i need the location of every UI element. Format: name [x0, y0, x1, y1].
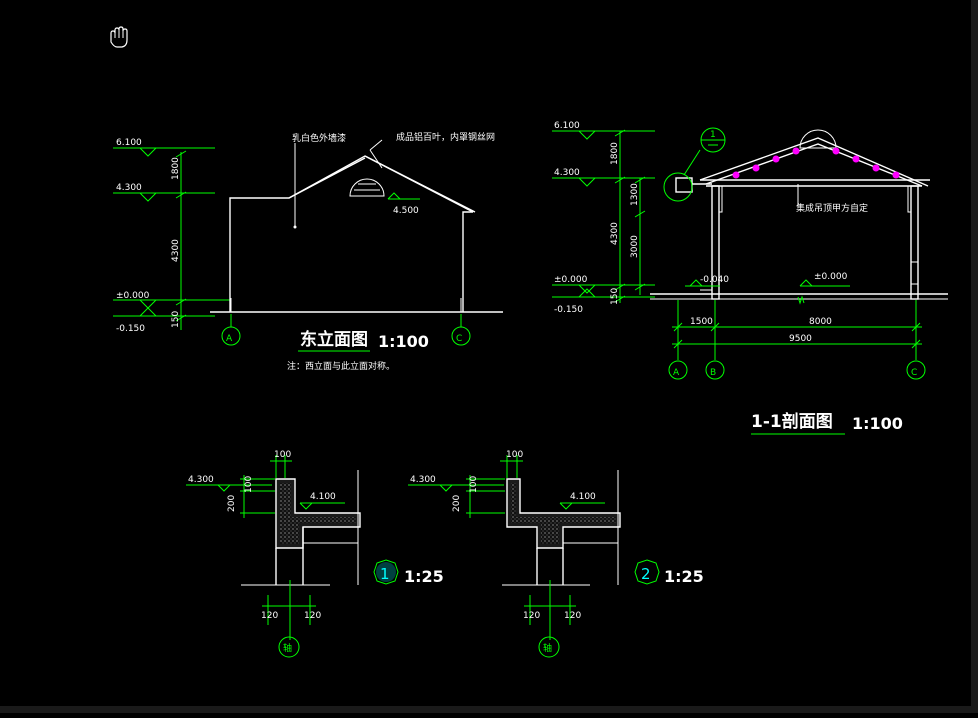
- sec-level-0000: ±0.000: [554, 275, 588, 285]
- hdim-8000: 8000: [809, 317, 832, 327]
- section-title: 1-1剖面图: [751, 411, 833, 432]
- louver-vent: [349, 178, 385, 197]
- elevation-axis-bubbles: A C: [221, 314, 471, 346]
- d2-dim-top: 100: [506, 450, 523, 460]
- vent-level: 4.500: [393, 206, 419, 216]
- sec-level-4300: 4.300: [554, 168, 580, 178]
- d1-level-left: 4.300: [188, 475, 214, 485]
- d1-scale: 1:25: [404, 567, 444, 586]
- dim-4300: 4300: [171, 239, 181, 262]
- sec-dim-1800: 1800: [610, 142, 620, 165]
- elevation-vertical-dims: 1800 4300 150: [171, 150, 187, 330]
- pan-hand-icon: [110, 26, 128, 48]
- section-axis-bubbles: A B C: [668, 360, 926, 380]
- axis-c: C: [456, 334, 462, 344]
- axis-a: A: [226, 334, 233, 344]
- level-0000: ±0.000: [116, 291, 150, 301]
- section-level-markers: 6.100 4.300 ±0.000 -0.150: [552, 121, 655, 315]
- d1-dim-100: 100: [244, 476, 254, 493]
- d2-concrete-section: [506, 478, 621, 549]
- d1-dim-top: 100: [274, 450, 291, 460]
- elevation-annotations: 乳白色外墙漆 成品铝百叶，内罩钢丝网 4.500: [292, 131, 495, 227]
- d2-dim-100: 100: [469, 476, 479, 493]
- d2-number: 2: [641, 565, 651, 583]
- vent-label: 成品铝百叶，内罩钢丝网: [396, 131, 495, 143]
- d1-axis: 轴: [283, 642, 292, 654]
- sec-axis-b: B: [710, 368, 716, 378]
- dim-150: 150: [171, 311, 181, 328]
- ceiling-label: 集成吊顶甲方自定: [796, 202, 868, 214]
- d1-dim-bottom-left: 120: [261, 611, 278, 621]
- floor-level-left: -0.040: [700, 275, 729, 285]
- window-edge-right: [971, 0, 978, 713]
- section-horizontal-dims: 1500 8000 9500: [672, 300, 922, 360]
- d2-scale: 1:25: [664, 567, 704, 586]
- sec-axis-c: C: [911, 368, 917, 378]
- wall-paint-label: 乳白色外墙漆: [292, 132, 346, 144]
- detail-callout: 1: [663, 127, 726, 202]
- callout-number: 1: [710, 130, 716, 140]
- east-elevation: 6.100 4.300 ±0.000 -0.150 1800 4300 150: [113, 131, 503, 372]
- detail-2: 4.300 100 200 100 4.100 120 120 轴 2 1:25: [408, 450, 704, 658]
- d2-dim-bottom-left: 120: [523, 611, 540, 621]
- sec-dim-4300: 4300: [610, 222, 620, 245]
- sec-dim-1300: 1300: [630, 183, 640, 206]
- dim-1800: 1800: [171, 157, 181, 180]
- sec-dim-3000: 3000: [630, 235, 640, 258]
- hdim-1500: 1500: [690, 317, 713, 327]
- section-outline: 集成吊顶甲方自定: [650, 129, 948, 300]
- hdim-9500: 9500: [789, 334, 812, 344]
- section-scale: 1:100: [852, 414, 903, 433]
- elevation-title: 东立面图: [300, 329, 368, 350]
- d2-dim-bottom-right: 120: [564, 611, 581, 621]
- level-6100: 6.100: [116, 138, 142, 148]
- level-4300: 4.300: [116, 183, 142, 193]
- section-floor-levels: -0.040 ±0.000: [685, 272, 850, 305]
- d1-level-inner: 4.100: [310, 492, 336, 502]
- sec-level-6100: 6.100: [554, 121, 580, 131]
- section-1-1: 6.100 4.300 ±0.000 -0.150 1800 1300 3000…: [552, 121, 948, 435]
- elevation-outline: [210, 155, 503, 313]
- elevation-level-markers: 6.100 4.300 ±0.000 -0.150: [113, 138, 230, 334]
- level-minus-0150: -0.150: [116, 324, 145, 334]
- d1-dim-200: 200: [227, 495, 237, 512]
- d1-dim-bottom-right: 120: [304, 611, 321, 621]
- section-vertical-dims: 1800 1300 3000 4300 150: [610, 129, 646, 305]
- elevation-scale: 1:100: [378, 332, 429, 351]
- d1-number: 1: [380, 565, 390, 583]
- d2-dim-200: 200: [452, 495, 462, 512]
- d2-level-left: 4.300: [410, 475, 436, 485]
- detail-1: 4.300 100 200 100 4.100 120 120 轴 1 1:25: [186, 450, 444, 658]
- roof-tile-dots: [732, 147, 900, 179]
- window-edge-bottom: [0, 706, 978, 713]
- d2-axis: 轴: [543, 642, 552, 654]
- sec-axis-a: A: [673, 368, 680, 378]
- elevation-note: 注：西立面与此立面对称。: [287, 360, 395, 372]
- sec-dim-150: 150: [610, 288, 620, 305]
- floor-level-center: ±0.000: [814, 272, 848, 282]
- d2-level-inner: 4.100: [570, 492, 596, 502]
- sec-level-minus-0150: -0.150: [554, 305, 583, 315]
